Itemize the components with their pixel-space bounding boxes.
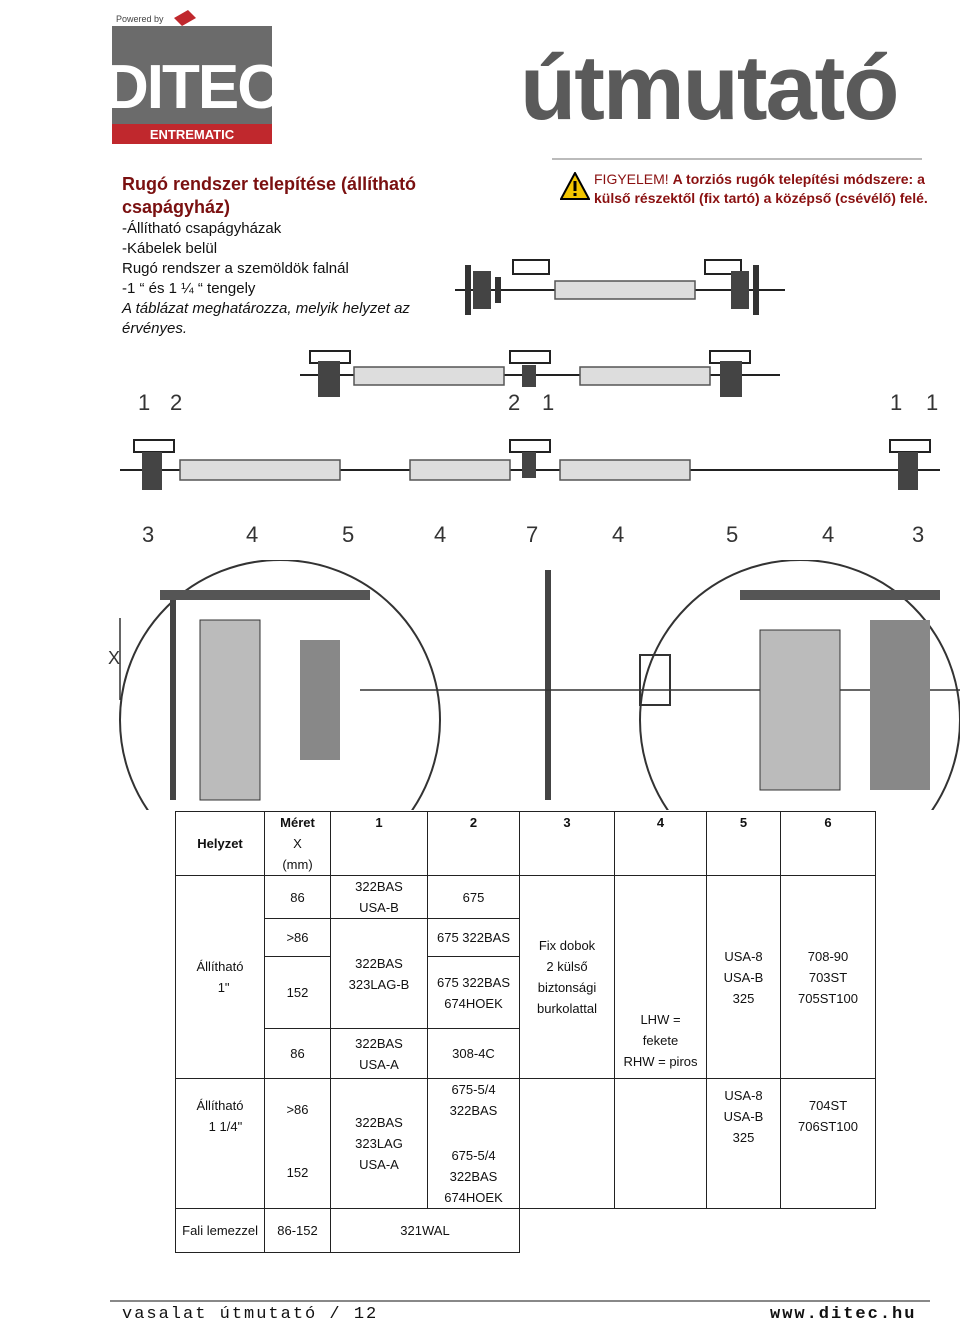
callout-label: 7 [526, 522, 538, 547]
group2-label: Állítható 1 1/4" [175, 1078, 265, 1209]
table-note: A táblázat meghatározza, melyik helyzet … [122, 300, 410, 337]
dimension-label: X [108, 648, 120, 668]
spring-assembly-drawing-3: 1 2 2 1 1 1 3 4 5 4 7 4 5 4 3 [120, 392, 940, 547]
warning-body: A torziós rugók telepítési módszere: a k… [594, 171, 928, 206]
desc-line: -Állítható csapágyházak [122, 220, 282, 237]
footer-website: www.ditec.hu [770, 1305, 917, 1324]
warning-text: FIGYELEM! A torziós rugók telepítési mód… [594, 170, 934, 208]
callout-label: 2 [508, 392, 520, 415]
desc-line: -Kábelek belül [122, 240, 218, 257]
empty-cell [520, 1209, 876, 1253]
size-cell: >86 [264, 918, 331, 957]
group3-label: Fali lemezzel [175, 1208, 265, 1253]
col1-cell: 321WAL [330, 1208, 520, 1253]
desc-line: -1 “ és 1 ¼ “ tengely [122, 280, 256, 297]
callout-label: 3 [912, 522, 924, 547]
callout-label: 2 [170, 392, 182, 415]
header-col-4: 4 [614, 811, 707, 876]
size-cell: 86-152 [264, 1208, 331, 1253]
callout-label: 3 [142, 522, 154, 547]
callout-label: 4 [246, 522, 258, 547]
header-col-1: 1 [330, 811, 428, 876]
desc-line: Rugó rendszer a szemöldök falnál [122, 260, 349, 277]
callout-label: 4 [434, 522, 446, 547]
spring-assembly-drawing-2 [300, 350, 780, 397]
brand-text: DITEC [112, 53, 272, 122]
group1-label: Állítható 1" [175, 875, 265, 1079]
callout-label: 4 [612, 522, 624, 547]
callout-label: 1 [542, 392, 554, 415]
callout-label: 5 [342, 522, 354, 547]
powered-by-text: Powered by [116, 14, 164, 24]
left-description: Rugó rendszer telepítése (állítható csap… [122, 173, 422, 339]
header-col-6: 6 [780, 811, 876, 876]
col2-cell: 675 322BAS [427, 918, 520, 957]
warning-label: FIGYELEM! [594, 171, 669, 187]
callout-label: 1 [890, 392, 902, 415]
header-helyzet: Helyzet [175, 811, 265, 876]
ditec-logo: Powered by DITEC ENTREMATIC [104, 10, 283, 144]
size-cell: 86 [264, 1028, 331, 1079]
header-col-2: 2 [427, 811, 520, 876]
header-col-3: 3 [519, 811, 615, 876]
col2-cell: 675 [427, 875, 520, 919]
callout-label: 1 [138, 392, 150, 415]
callout-label: 1 [926, 392, 938, 415]
header-col-5: 5 [706, 811, 781, 876]
spring-assembly-drawing-1 [455, 259, 785, 315]
footer-page-label: vasalat útmutató / 12 [122, 1305, 379, 1324]
warning-icon [559, 170, 591, 200]
sub-brand-text: ENTREMATIC [150, 127, 235, 142]
callout-label: 4 [822, 522, 834, 547]
col4-cell [614, 1078, 707, 1209]
detail-drawings: X [108, 560, 960, 810]
callout-label: 5 [726, 522, 738, 547]
col3-cell [519, 1078, 615, 1209]
size-cell: 86 [264, 875, 331, 919]
size-cell: 152 [264, 956, 331, 1029]
footer-divider [110, 1300, 930, 1302]
page-title: útmutató [520, 37, 899, 139]
section-heading: Rugó rendszer telepítése (állítható csap… [122, 174, 417, 217]
title-divider [552, 158, 922, 160]
table-row: Fali lemezzel 86-152 321WAL [175, 1208, 876, 1253]
col2-cell: 308-4C [427, 1028, 520, 1079]
